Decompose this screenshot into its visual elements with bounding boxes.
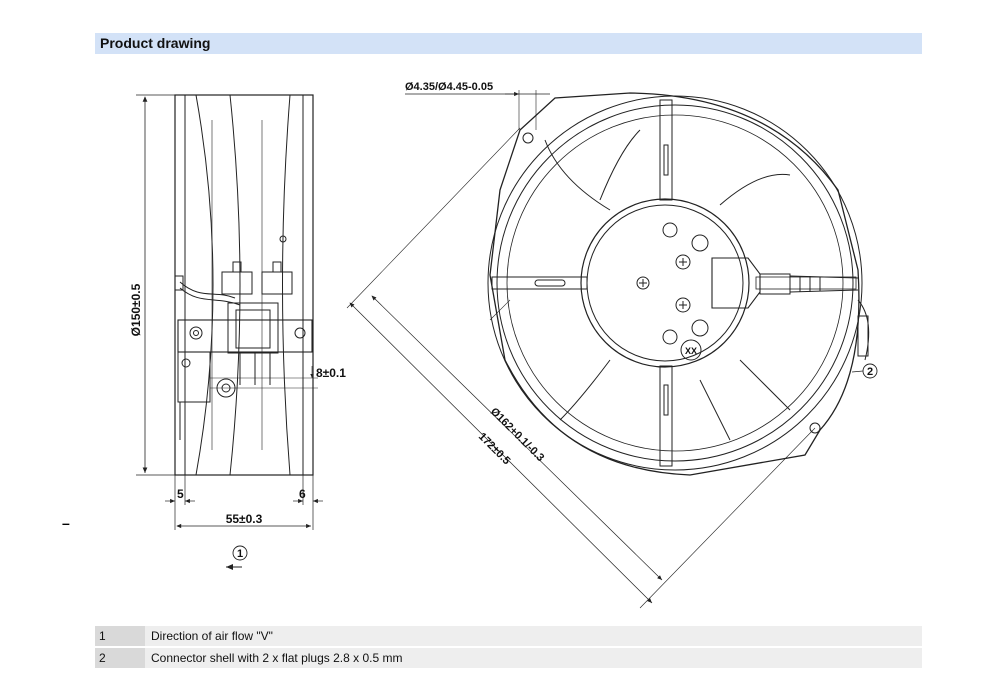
legend-number: 2 [95, 648, 145, 668]
front-view [346, 90, 878, 609]
dim-right-6: 6 [299, 487, 306, 501]
side-view [136, 94, 323, 570]
section-title: Product drawing [100, 35, 211, 51]
dim-left-5: 5 [177, 487, 184, 501]
legend-number: 1 [95, 626, 145, 646]
dim-span-172: 172±0.5 [476, 431, 513, 468]
dim-diameter-150: Ø150±0.5 [129, 283, 143, 336]
legend-row: 2 Connector shell with 2 x flat plugs 2.… [95, 648, 922, 668]
legend-text: Connector shell with 2 x flat plugs 2.8 … [145, 648, 922, 668]
connector-marker-label: 2 [867, 366, 873, 378]
dash-mark: – [62, 515, 70, 531]
legend-row: 1 Direction of air flow "V" [95, 626, 922, 646]
dim-hole: Ø4.35/Ø4.45-0.05 [405, 81, 493, 93]
dim-width-55: 55±0.3 [226, 512, 263, 526]
section-header: Product drawing [95, 33, 922, 54]
legend-table: 1 Direction of air flow "V" 2 Connector … [95, 626, 922, 670]
airflow-marker-label: 1 [237, 548, 243, 560]
dim-offset-8: 8±0.1 [316, 366, 346, 380]
legend-text: Direction of air flow "V" [145, 626, 922, 646]
rotor-mark: XX [685, 346, 697, 356]
